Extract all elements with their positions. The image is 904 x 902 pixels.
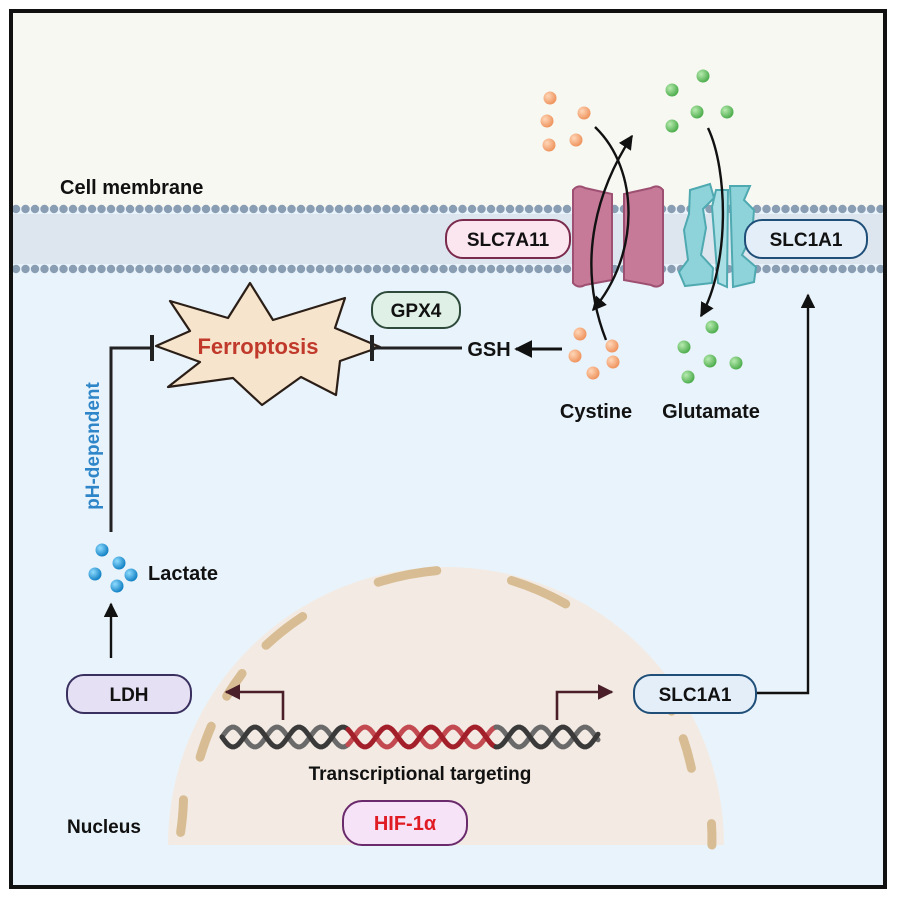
slc1a1-nuclear-label: SLC1A1 xyxy=(659,685,732,706)
slc1a1-nuclear-box xyxy=(633,674,757,714)
transcriptional-targeting-label: Transcriptional targeting xyxy=(309,764,532,785)
slc1a1-transporter xyxy=(677,182,758,289)
cystine-label: Cystine xyxy=(560,401,632,423)
gpx4-label: GPX4 xyxy=(391,301,442,322)
lactate-label: Lactate xyxy=(148,563,218,585)
ferroptosis-label: Ferroptosis xyxy=(197,334,318,359)
ldh-box xyxy=(66,674,192,714)
glutamate-export-arrow xyxy=(590,134,634,341)
ldh-label: LDH xyxy=(109,685,148,706)
lactate-molecules xyxy=(88,543,138,593)
glutamate-molecules-inside xyxy=(677,320,743,384)
gpx4-box xyxy=(371,291,461,329)
glutamate-uptake-arrow xyxy=(699,127,725,318)
cystine-molecules-inside xyxy=(568,327,620,380)
extracellular-space xyxy=(11,11,885,207)
hif1a-label: HIF-1α xyxy=(374,813,437,835)
slc7a11-box xyxy=(445,219,571,259)
nucleus-label: Nucleus xyxy=(67,817,141,838)
cell-membrane-label: Cell membrane xyxy=(60,177,203,199)
cystine-molecules-outside xyxy=(540,91,591,152)
slc1a1-membrane-box xyxy=(744,219,868,259)
hif1a-box xyxy=(342,800,468,846)
gsh-label: GSH xyxy=(467,339,510,361)
slc1a1-to-membrane-arrow xyxy=(757,293,816,695)
glutamate-molecules-outside xyxy=(665,69,734,133)
glutamate-label: Glutamate xyxy=(662,401,760,423)
ferroptosis-burst xyxy=(154,281,382,407)
slc1a1-transcription-arrow xyxy=(555,684,614,720)
cystine-uptake-arrow xyxy=(592,126,630,312)
nucleus xyxy=(168,567,724,845)
slc7a11-label: SLC7A11 xyxy=(467,230,550,251)
lactate-inhibition-line xyxy=(109,346,152,532)
ph-dependent-label: pH-dependent xyxy=(83,381,104,509)
slc1a1-membrane-label: SLC1A1 xyxy=(770,230,843,251)
figure-frame xyxy=(9,9,887,889)
dna-helix xyxy=(219,724,601,750)
ldh-transcription-arrow xyxy=(224,684,285,720)
